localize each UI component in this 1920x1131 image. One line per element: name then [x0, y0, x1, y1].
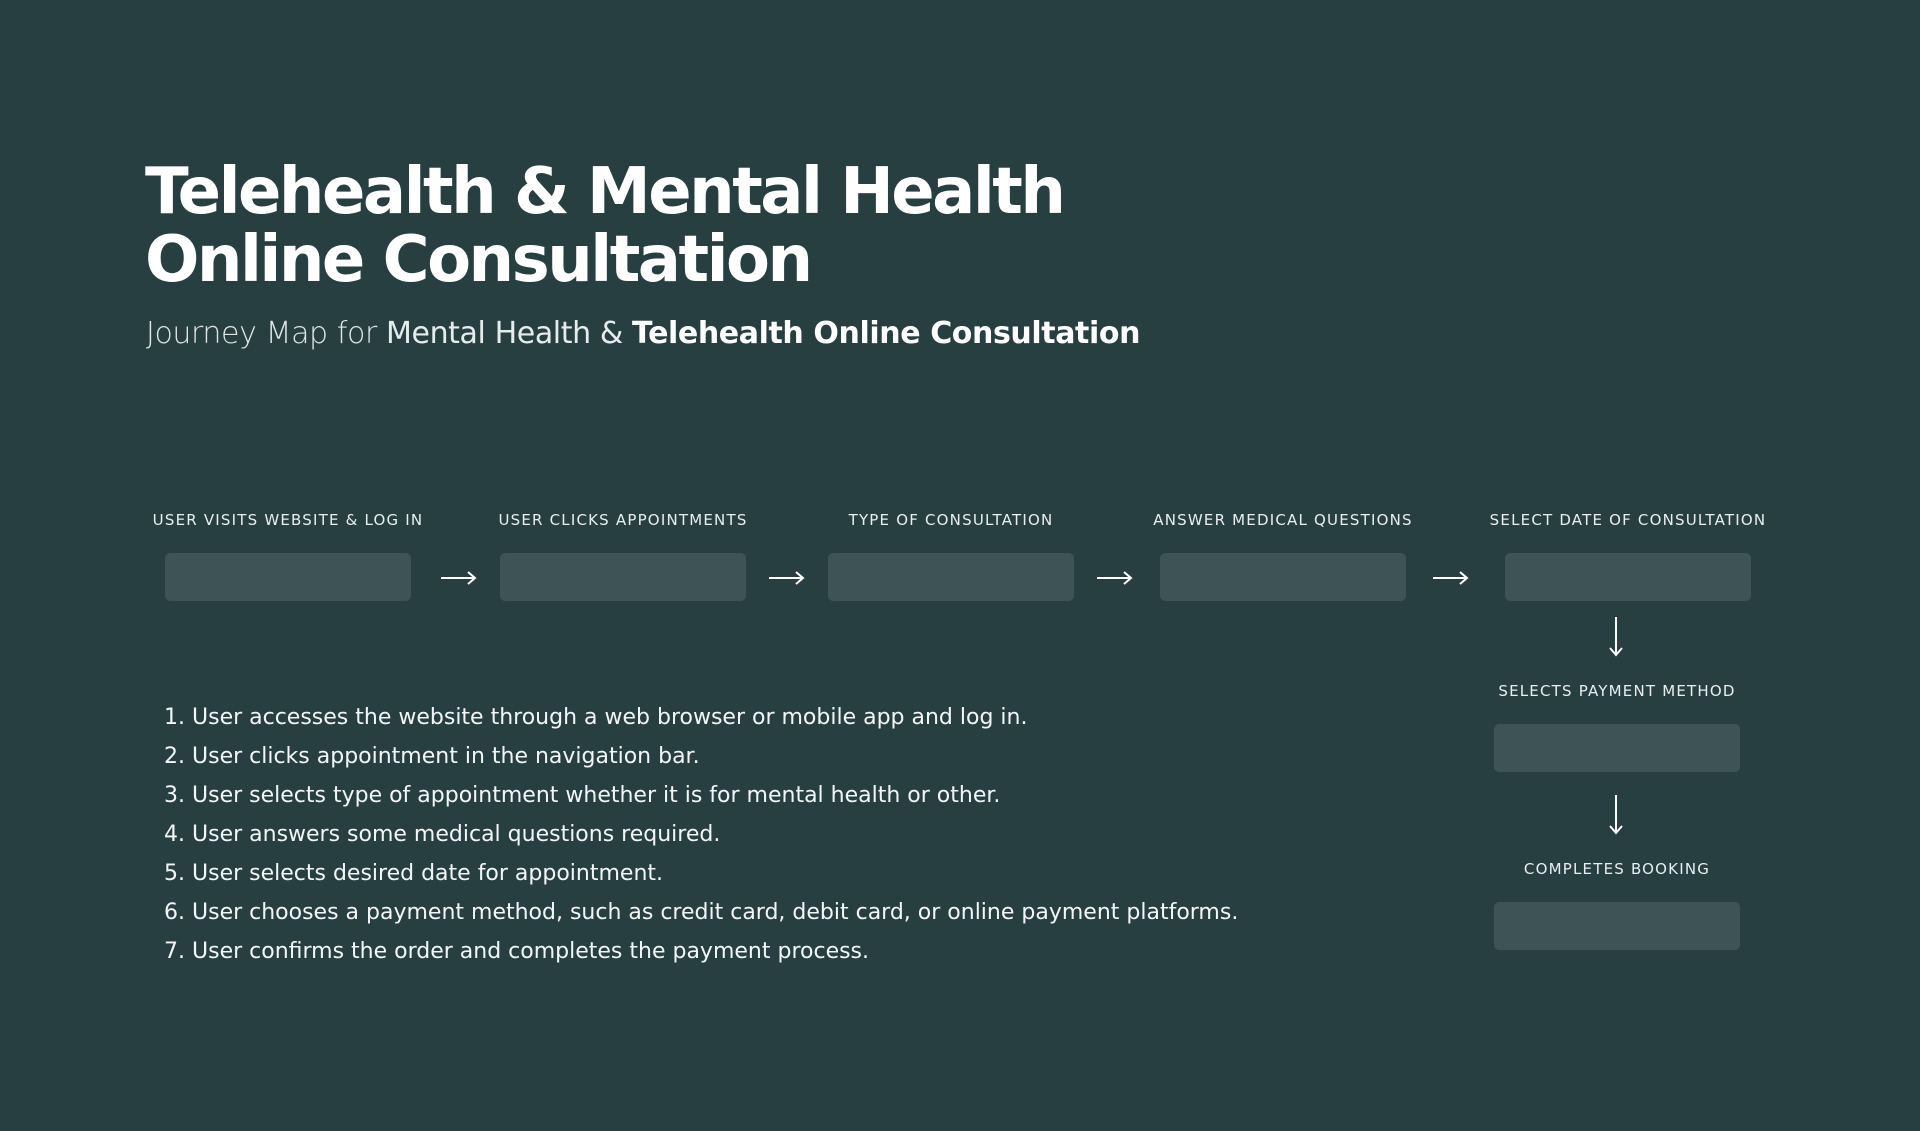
- step-box-type-of-consultation: [828, 553, 1074, 601]
- arrow-right-icon: [441, 571, 477, 585]
- steps-description-list: User accesses the website through a web …: [155, 698, 1238, 971]
- step-label-select-date: SELECT DATE OF CONSULTATION: [1489, 511, 1767, 529]
- step-label-completes-booking: COMPLETES BOOKING: [1523, 860, 1711, 878]
- step-label-visit-website: USER VISITS WEBSITE & LOG IN: [152, 511, 424, 529]
- page-title: Telehealth & Mental Health Online Consul…: [145, 155, 1066, 297]
- step-box-select-date: [1505, 553, 1751, 601]
- arrow-down-icon: [1609, 795, 1623, 835]
- list-item: User answers some medical questions requ…: [192, 815, 1238, 854]
- page-subtitle: Journey Map for Mental Health & Teleheal…: [146, 314, 1140, 354]
- list-item: User confirms the order and completes th…: [192, 932, 1238, 971]
- step-box-visit-website: [165, 553, 411, 601]
- step-box-medical-questions: [1160, 553, 1406, 601]
- list-item: User chooses a payment method, such as c…: [192, 893, 1238, 932]
- title-line-1: Telehealth & Mental Health: [145, 155, 1066, 229]
- subtitle-part-1: Journey Map for: [146, 316, 387, 351]
- arrow-right-icon: [1433, 571, 1469, 585]
- arrow-right-icon: [769, 571, 805, 585]
- list-item: User accesses the website through a web …: [192, 698, 1238, 737]
- list-item: User clicks appointment in the navigatio…: [192, 737, 1238, 776]
- title-line-2: Online Consultation: [145, 223, 813, 297]
- list-item: User selects type of appointment whether…: [192, 776, 1238, 815]
- step-label-clicks-appointments: USER CLICKS APPOINTMENTS: [498, 511, 748, 529]
- step-label-payment-method: SELECTS PAYMENT METHOD: [1498, 682, 1736, 700]
- list-item: User selects desired date for appointmen…: [192, 854, 1238, 893]
- step-box-payment-method: [1494, 724, 1740, 772]
- arrow-down-icon: [1609, 617, 1623, 657]
- step-label-type-of-consultation: TYPE OF CONSULTATION: [848, 511, 1054, 529]
- step-label-medical-questions: ANSWER MEDICAL QUESTIONS: [1153, 511, 1413, 529]
- subtitle-part-2: Mental Health &: [386, 316, 632, 351]
- arrow-right-icon: [1097, 571, 1133, 585]
- step-box-completes-booking: [1494, 902, 1740, 950]
- subtitle-part-3: Telehealth Online Consultation: [631, 316, 1141, 351]
- step-box-clicks-appointments: [500, 553, 746, 601]
